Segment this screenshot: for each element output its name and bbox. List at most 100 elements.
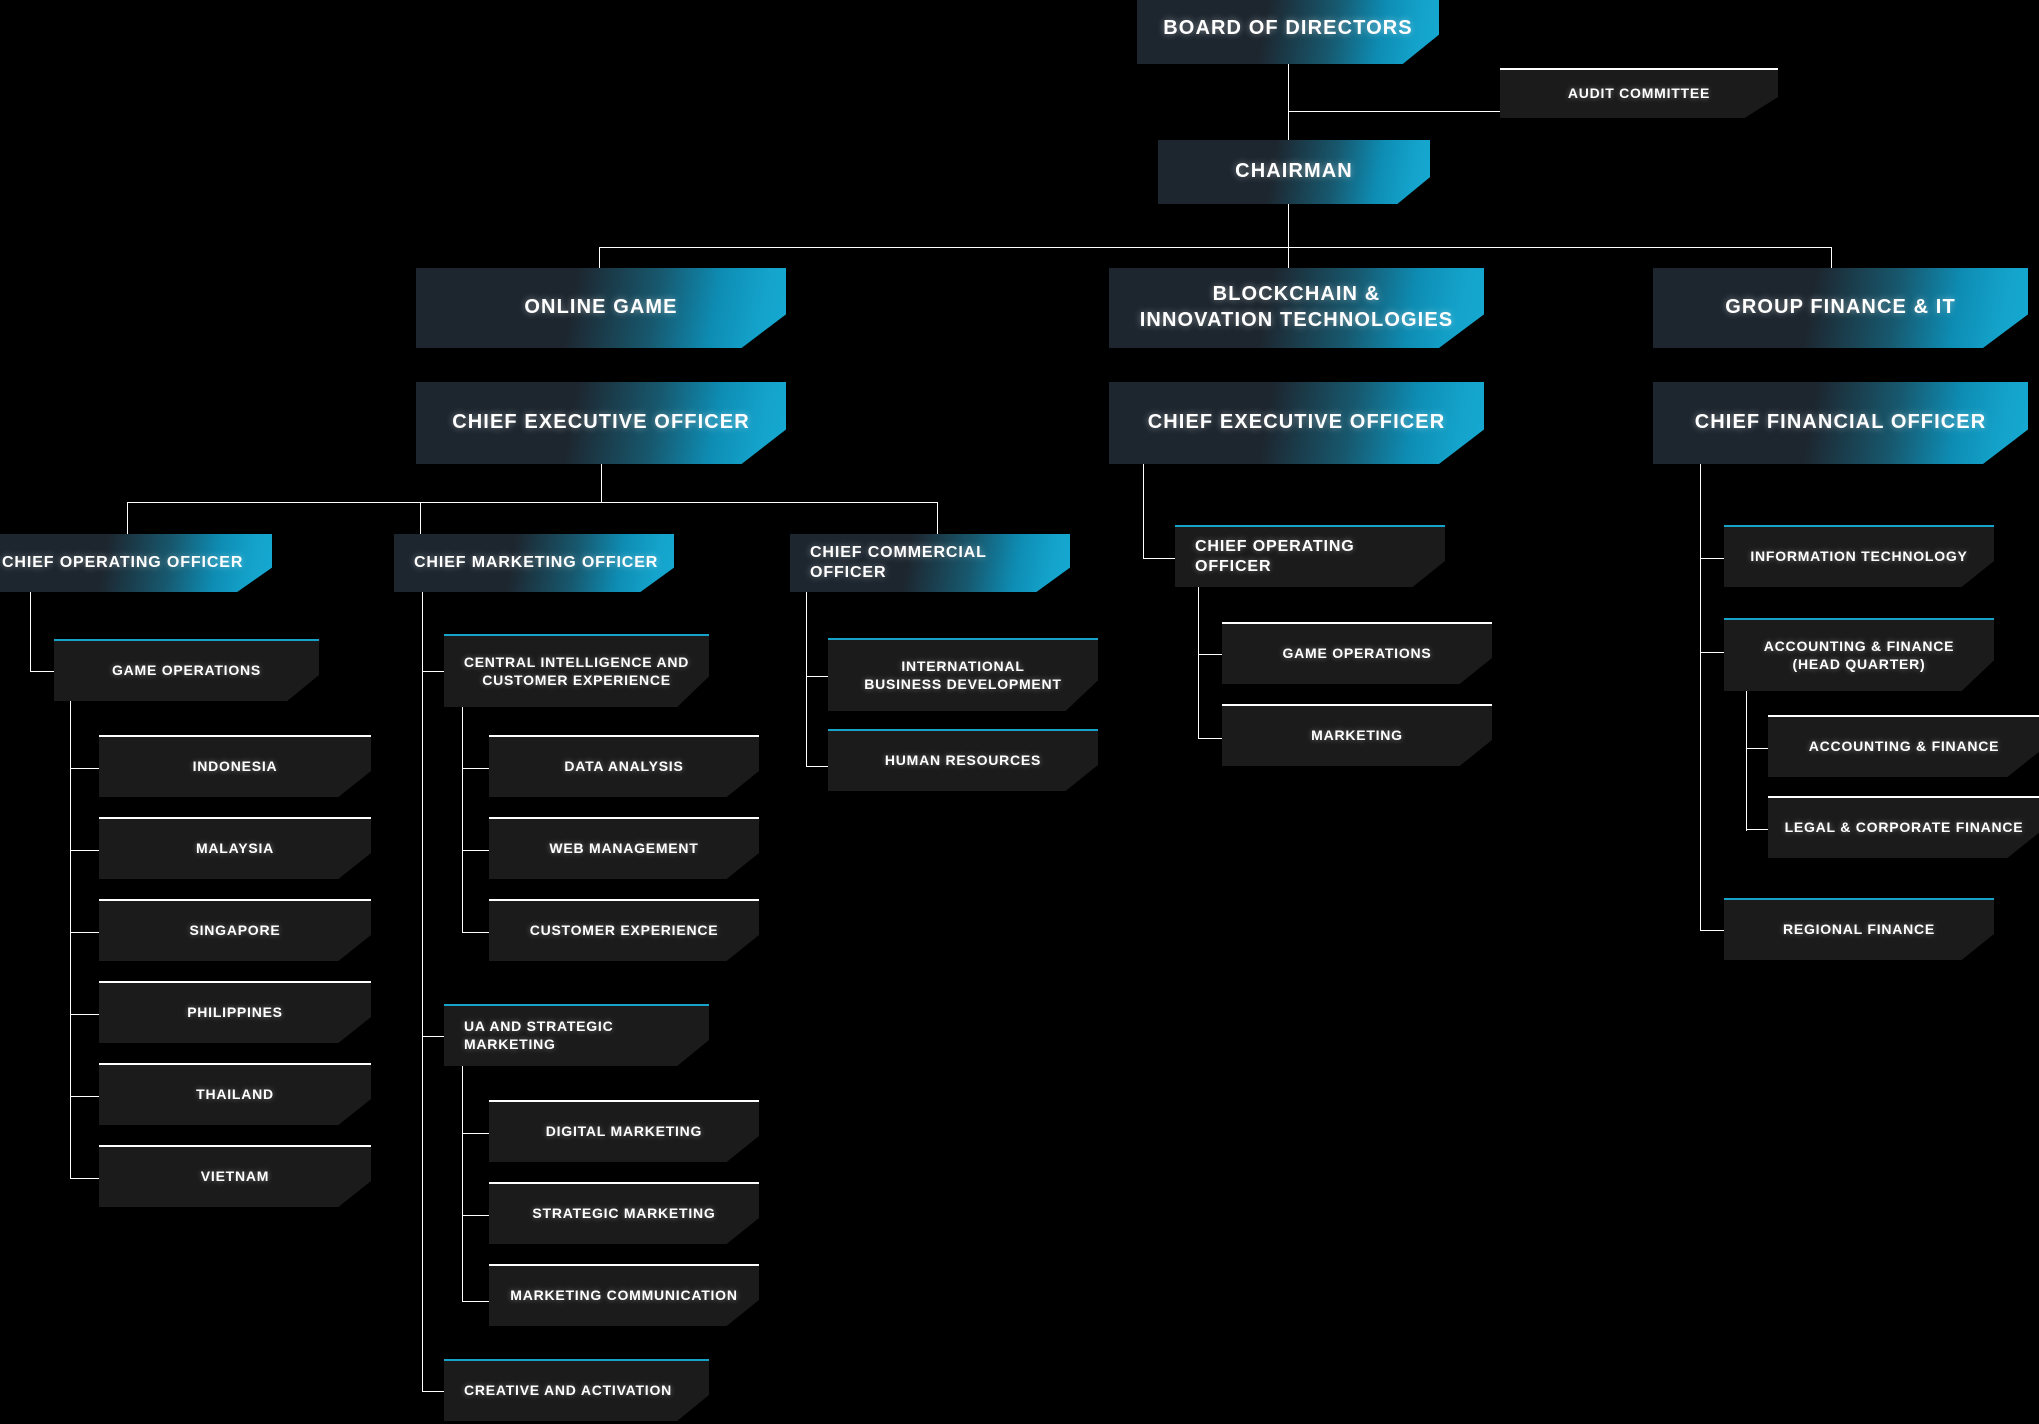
node-label: CUSTOMER EXPERIENCE: [529, 922, 719, 939]
node-label: INFORMATION TECHNOLOGY: [1750, 548, 1968, 565]
node-legal-corporate-finance[interactable]: LEGAL & CORPORATE FINANCE: [1768, 796, 2039, 858]
node-label: DATA ANALYSIS: [564, 758, 684, 775]
node-label: DIGITAL MARKETING: [545, 1123, 703, 1140]
node-label: ACCOUNTING & FINANCE (HEAD QUARTER): [1738, 638, 1980, 674]
node-label: CREATIVE AND ACTIVATION: [464, 1382, 673, 1399]
node-label-line-2: CUSTOMER EXPERIENCE: [482, 671, 671, 688]
node-accounting-finance[interactable]: ACCOUNTING & FINANCE: [1768, 715, 2039, 777]
node-bc-chief-operating-officer[interactable]: CHIEF OPERATING OFFICER: [1175, 525, 1445, 587]
node-blockchain-ceo[interactable]: CHIEF EXECUTIVE OFFICER: [1109, 382, 1484, 464]
connector-coo-spine: [30, 592, 31, 672]
node-label: ONLINE GAME: [524, 296, 678, 319]
node-data-analysis[interactable]: DATA ANALYSIS: [489, 735, 759, 797]
node-strategic-marketing[interactable]: STRATEGIC MARKETING: [489, 1182, 759, 1244]
connector-bc-coo-spine: [1198, 587, 1199, 739]
connector-cmo-to-ua-strategic: [422, 1036, 444, 1037]
node-label: CHIEF FINANCIAL OFFICER: [1694, 411, 1987, 434]
node-og-chief-commercial-officer[interactable]: CHIEF COMMERCIAL OFFICER: [790, 534, 1070, 592]
node-country-philippines[interactable]: PHILIPPINES: [99, 981, 371, 1043]
node-audit-committee[interactable]: AUDIT COMMITTEE: [1500, 68, 1778, 118]
node-label: THAILAND: [196, 1086, 274, 1103]
node-label: INTERNATIONAL BUSINESS DEVELOPMENT: [842, 658, 1084, 694]
connector-to-marketing-communication: [462, 1301, 489, 1302]
connector-to-vietnam: [70, 1178, 99, 1179]
node-country-malaysia[interactable]: MALAYSIA: [99, 817, 371, 879]
node-label: MARKETING COMMUNICATION: [510, 1287, 738, 1304]
node-label-line-2: (HEAD QUARTER): [1792, 655, 1926, 672]
connector-to-digital-marketing: [462, 1133, 489, 1134]
connector-bus-to-coo: [127, 502, 128, 538]
node-label: BOARD OF DIRECTORS: [1163, 17, 1413, 40]
node-regional-finance[interactable]: REGIONAL FINANCE: [1724, 898, 1994, 960]
node-country-indonesia[interactable]: INDONESIA: [99, 735, 371, 797]
node-og-chief-operating-officer[interactable]: CHIEF OPERATING OFFICER: [0, 534, 272, 592]
node-label: LEGAL & CORPORATE FINANCE: [1784, 819, 2024, 836]
node-information-technology[interactable]: INFORMATION TECHNOLOGY: [1724, 525, 1994, 587]
node-og-chief-marketing-officer[interactable]: CHIEF MARKETING OFFICER: [394, 534, 674, 592]
node-label: MARKETING: [1311, 727, 1403, 744]
node-creative-and-activation[interactable]: CREATIVE AND ACTIVATION: [444, 1359, 709, 1421]
node-bc-marketing[interactable]: MARKETING: [1222, 704, 1492, 766]
node-chairman[interactable]: CHAIRMAN: [1158, 140, 1430, 204]
node-label: CHAIRMAN: [1235, 160, 1353, 183]
node-ua-and-strategic-marketing[interactable]: UA AND STRATEGIC MARKETING: [444, 1004, 709, 1066]
connector-to-thailand: [70, 1096, 99, 1097]
node-country-vietnam[interactable]: VIETNAM: [99, 1145, 371, 1207]
node-board-of-directors[interactable]: BOARD OF DIRECTORS: [1137, 0, 1439, 64]
connector-cfo-to-regional-finance: [1700, 930, 1724, 931]
node-label: CHIEF EXECUTIVE OFFICER: [1147, 411, 1446, 434]
node-digital-marketing[interactable]: DIGITAL MARKETING: [489, 1100, 759, 1162]
node-label: GAME OPERATIONS: [1282, 645, 1432, 662]
connector-central-intel-spine: [462, 707, 463, 933]
node-division-blockchain-innovation[interactable]: BLOCKCHAIN & INNOVATION TECHNOLOGIES: [1109, 268, 1484, 348]
node-label: CHIEF OPERATING OFFICER: [2, 553, 244, 571]
node-label: AUDIT COMMITTEE: [1567, 85, 1711, 102]
node-human-resources[interactable]: HUMAN RESOURCES: [828, 729, 1098, 791]
node-label: REGIONAL FINANCE: [1782, 921, 1936, 938]
connector-to-indonesia: [70, 768, 99, 769]
connector-ua-strategic-spine: [462, 1066, 463, 1302]
node-group-finance-cfo[interactable]: CHIEF FINANCIAL OFFICER: [1653, 382, 2028, 464]
node-label: WEB MANAGEMENT: [549, 840, 699, 857]
node-label: VIETNAM: [200, 1168, 270, 1185]
node-label: ACCOUNTING & FINANCE: [1808, 738, 2000, 755]
connector-cmo-to-creative: [422, 1391, 444, 1392]
node-label: CHIEF MARKETING OFFICER: [414, 553, 659, 571]
connector-accounting-hq-spine: [1746, 691, 1747, 831]
connector-cfo-spine: [1700, 464, 1701, 931]
connector-bus-to-group-finance: [1831, 247, 1832, 271]
node-international-business-development[interactable]: INTERNATIONAL BUSINESS DEVELOPMENT: [828, 638, 1098, 711]
connector-bc-to-marketing: [1198, 738, 1222, 739]
node-division-group-finance-it[interactable]: GROUP FINANCE & IT: [1653, 268, 2028, 348]
node-label: MALAYSIA: [196, 840, 274, 857]
connector-to-accounting-finance: [1746, 748, 1768, 749]
connector-cmo-to-central-intel: [422, 671, 444, 672]
node-country-singapore[interactable]: SINGAPORE: [99, 899, 371, 961]
node-label: BLOCKCHAIN & INNOVATION TECHNOLOGIES: [1123, 282, 1470, 333]
node-online-game-ceo[interactable]: CHIEF EXECUTIVE OFFICER: [416, 382, 786, 464]
node-label: PHILIPPINES: [187, 1004, 283, 1021]
node-central-intelligence-customer-experience[interactable]: CENTRAL INTELLIGENCE AND CUSTOMER EXPERI…: [444, 634, 709, 707]
node-label-line-1: INTERNATIONAL: [901, 657, 1025, 674]
connector-cfo-to-information-technology: [1700, 558, 1724, 559]
node-og-game-operations[interactable]: GAME OPERATIONS: [54, 639, 319, 701]
node-label: SINGAPORE: [189, 922, 281, 939]
connector-to-singapore: [70, 932, 99, 933]
node-accounting-finance-head-quarter[interactable]: ACCOUNTING & FINANCE (HEAD QUARTER): [1724, 618, 1994, 691]
connector-cco-spine: [806, 592, 807, 767]
node-country-thailand[interactable]: THAILAND: [99, 1063, 371, 1125]
node-customer-experience[interactable]: CUSTOMER EXPERIENCE: [489, 899, 759, 961]
node-division-online-game[interactable]: ONLINE GAME: [416, 268, 786, 348]
connector-bus-to-cco: [937, 502, 938, 538]
connector-bus-to-cmo: [420, 502, 421, 538]
node-label: CENTRAL INTELLIGENCE AND CUSTOMER EXPERI…: [458, 654, 695, 690]
node-marketing-communication[interactable]: MARKETING COMMUNICATION: [489, 1264, 759, 1326]
node-label-line-2: BUSINESS DEVELOPMENT: [864, 675, 1062, 692]
connector-to-data-analysis: [462, 768, 489, 769]
node-web-management[interactable]: WEB MANAGEMENT: [489, 817, 759, 879]
node-bc-game-operations[interactable]: GAME OPERATIONS: [1222, 622, 1492, 684]
node-label: CHIEF EXECUTIVE OFFICER: [452, 411, 750, 434]
connector-to-legal-corporate-finance: [1746, 829, 1768, 830]
connector-to-strategic-marketing: [462, 1215, 489, 1216]
connector-to-customer-experience: [462, 932, 489, 933]
